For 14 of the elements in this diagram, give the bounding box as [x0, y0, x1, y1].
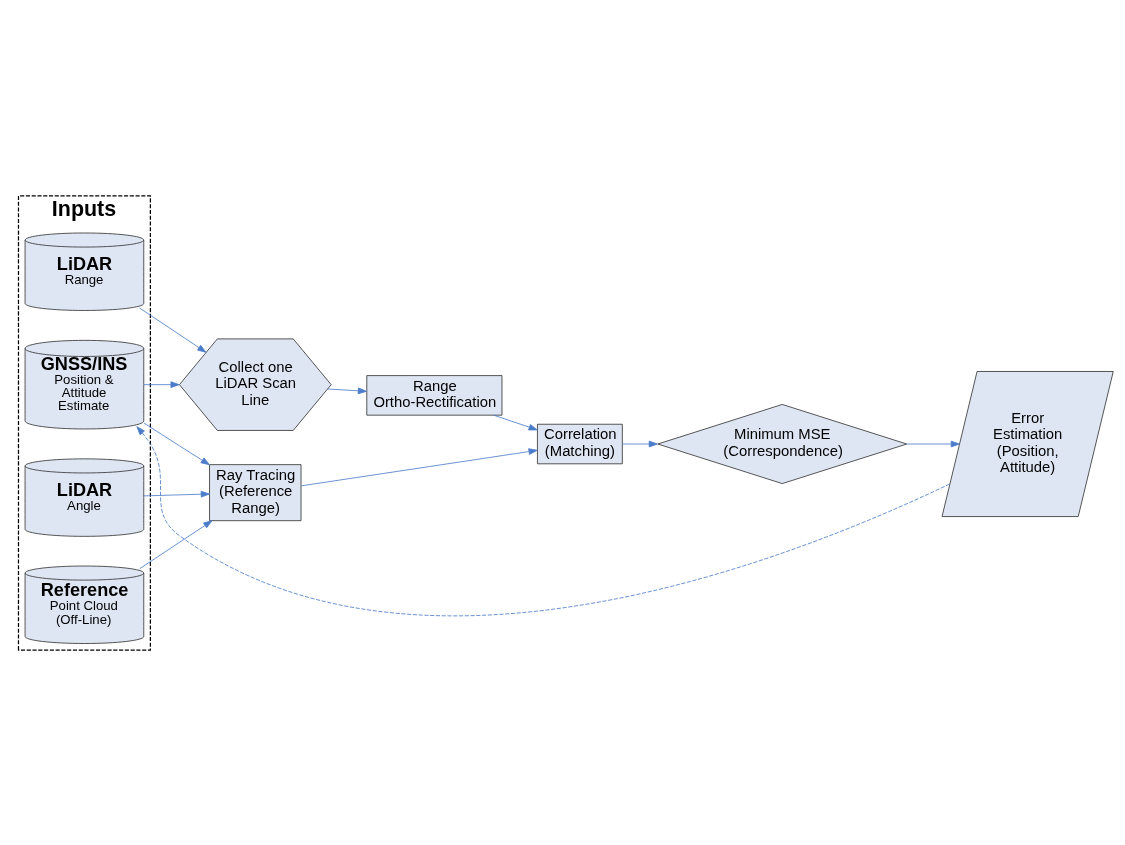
arrow [143, 422, 210, 465]
arrow [143, 490, 210, 497]
arrow [327, 387, 367, 394]
arrow [143, 380, 180, 388]
arrow [139, 307, 207, 353]
node-diamond: Minimum MSE (Correspondence) [657, 403, 908, 484]
arrow [906, 440, 960, 447]
node-box: Range Ortho-Rectification [366, 374, 503, 416]
node-box: Correlation (Matching) [537, 423, 623, 464]
arrow [493, 414, 538, 430]
arrow [139, 519, 213, 569]
arrow [300, 447, 538, 486]
node-box: Ray Tracing (Reference Range) [209, 463, 302, 521]
arrow [622, 440, 658, 447]
